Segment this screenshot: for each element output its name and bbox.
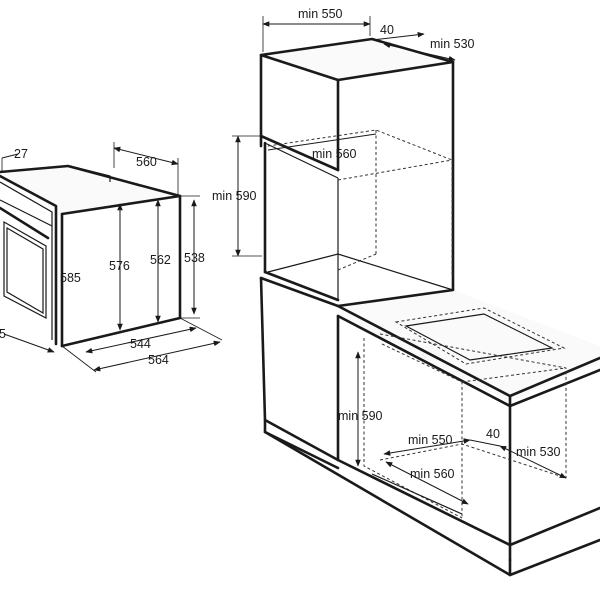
- column-cabinet: [259, 37, 455, 302]
- dim-line-95: [3, 333, 55, 353]
- label-oven-width-total: 564: [148, 353, 169, 367]
- dim-line-counter-gap: [469, 439, 501, 447]
- dim-line-27: [1, 153, 19, 159]
- label-oven-width-body: 544: [130, 337, 151, 351]
- column-dimensions: [232, 16, 456, 257]
- label-counter-gap: 40: [486, 427, 500, 441]
- label-oven-depth-body: 560: [136, 155, 157, 169]
- dim-line-column-gap: [371, 31, 425, 41]
- label-column-width: min 550: [298, 7, 343, 21]
- dim-line-column-depth: [383, 42, 456, 62]
- label-oven-height-side: 538: [184, 251, 205, 265]
- label-column-depth: min 530: [430, 37, 475, 51]
- dim-line-counter-depth: [499, 445, 567, 479]
- dim-line-column-niche-depth: [267, 133, 377, 151]
- oven-dimensions: [1, 142, 223, 373]
- dim-line-564: [93, 340, 221, 372]
- dimension-labels: 27 560 585 576 562 538 544 564 95 min 55…: [0, 7, 561, 481]
- counter-dimensions: [355, 351, 567, 505]
- label-column-gap: 40: [380, 23, 394, 37]
- label-oven-front-offset: 95: [0, 327, 6, 341]
- label-counter-niche-width: min 550: [408, 433, 453, 447]
- label-column-niche-depth: min 560: [312, 147, 357, 161]
- dim-line-counter-niche-width: [383, 438, 471, 456]
- dim-line-560: [113, 146, 179, 166]
- label-column-niche-height: min 590: [212, 189, 257, 203]
- label-oven-depth-total: 27: [14, 147, 28, 161]
- label-counter-niche-depth: min 560: [410, 467, 455, 481]
- label-oven-height-inner: 562: [150, 253, 171, 267]
- label-counter-niche-height: min 590: [338, 409, 383, 423]
- dim-line-counter-niche-depth: [385, 461, 469, 505]
- label-oven-height-outer: 585: [60, 271, 81, 285]
- label-oven-height-body: 576: [109, 259, 130, 273]
- counter-cabinet: [259, 276, 600, 577]
- label-counter-depth: min 530: [516, 445, 561, 459]
